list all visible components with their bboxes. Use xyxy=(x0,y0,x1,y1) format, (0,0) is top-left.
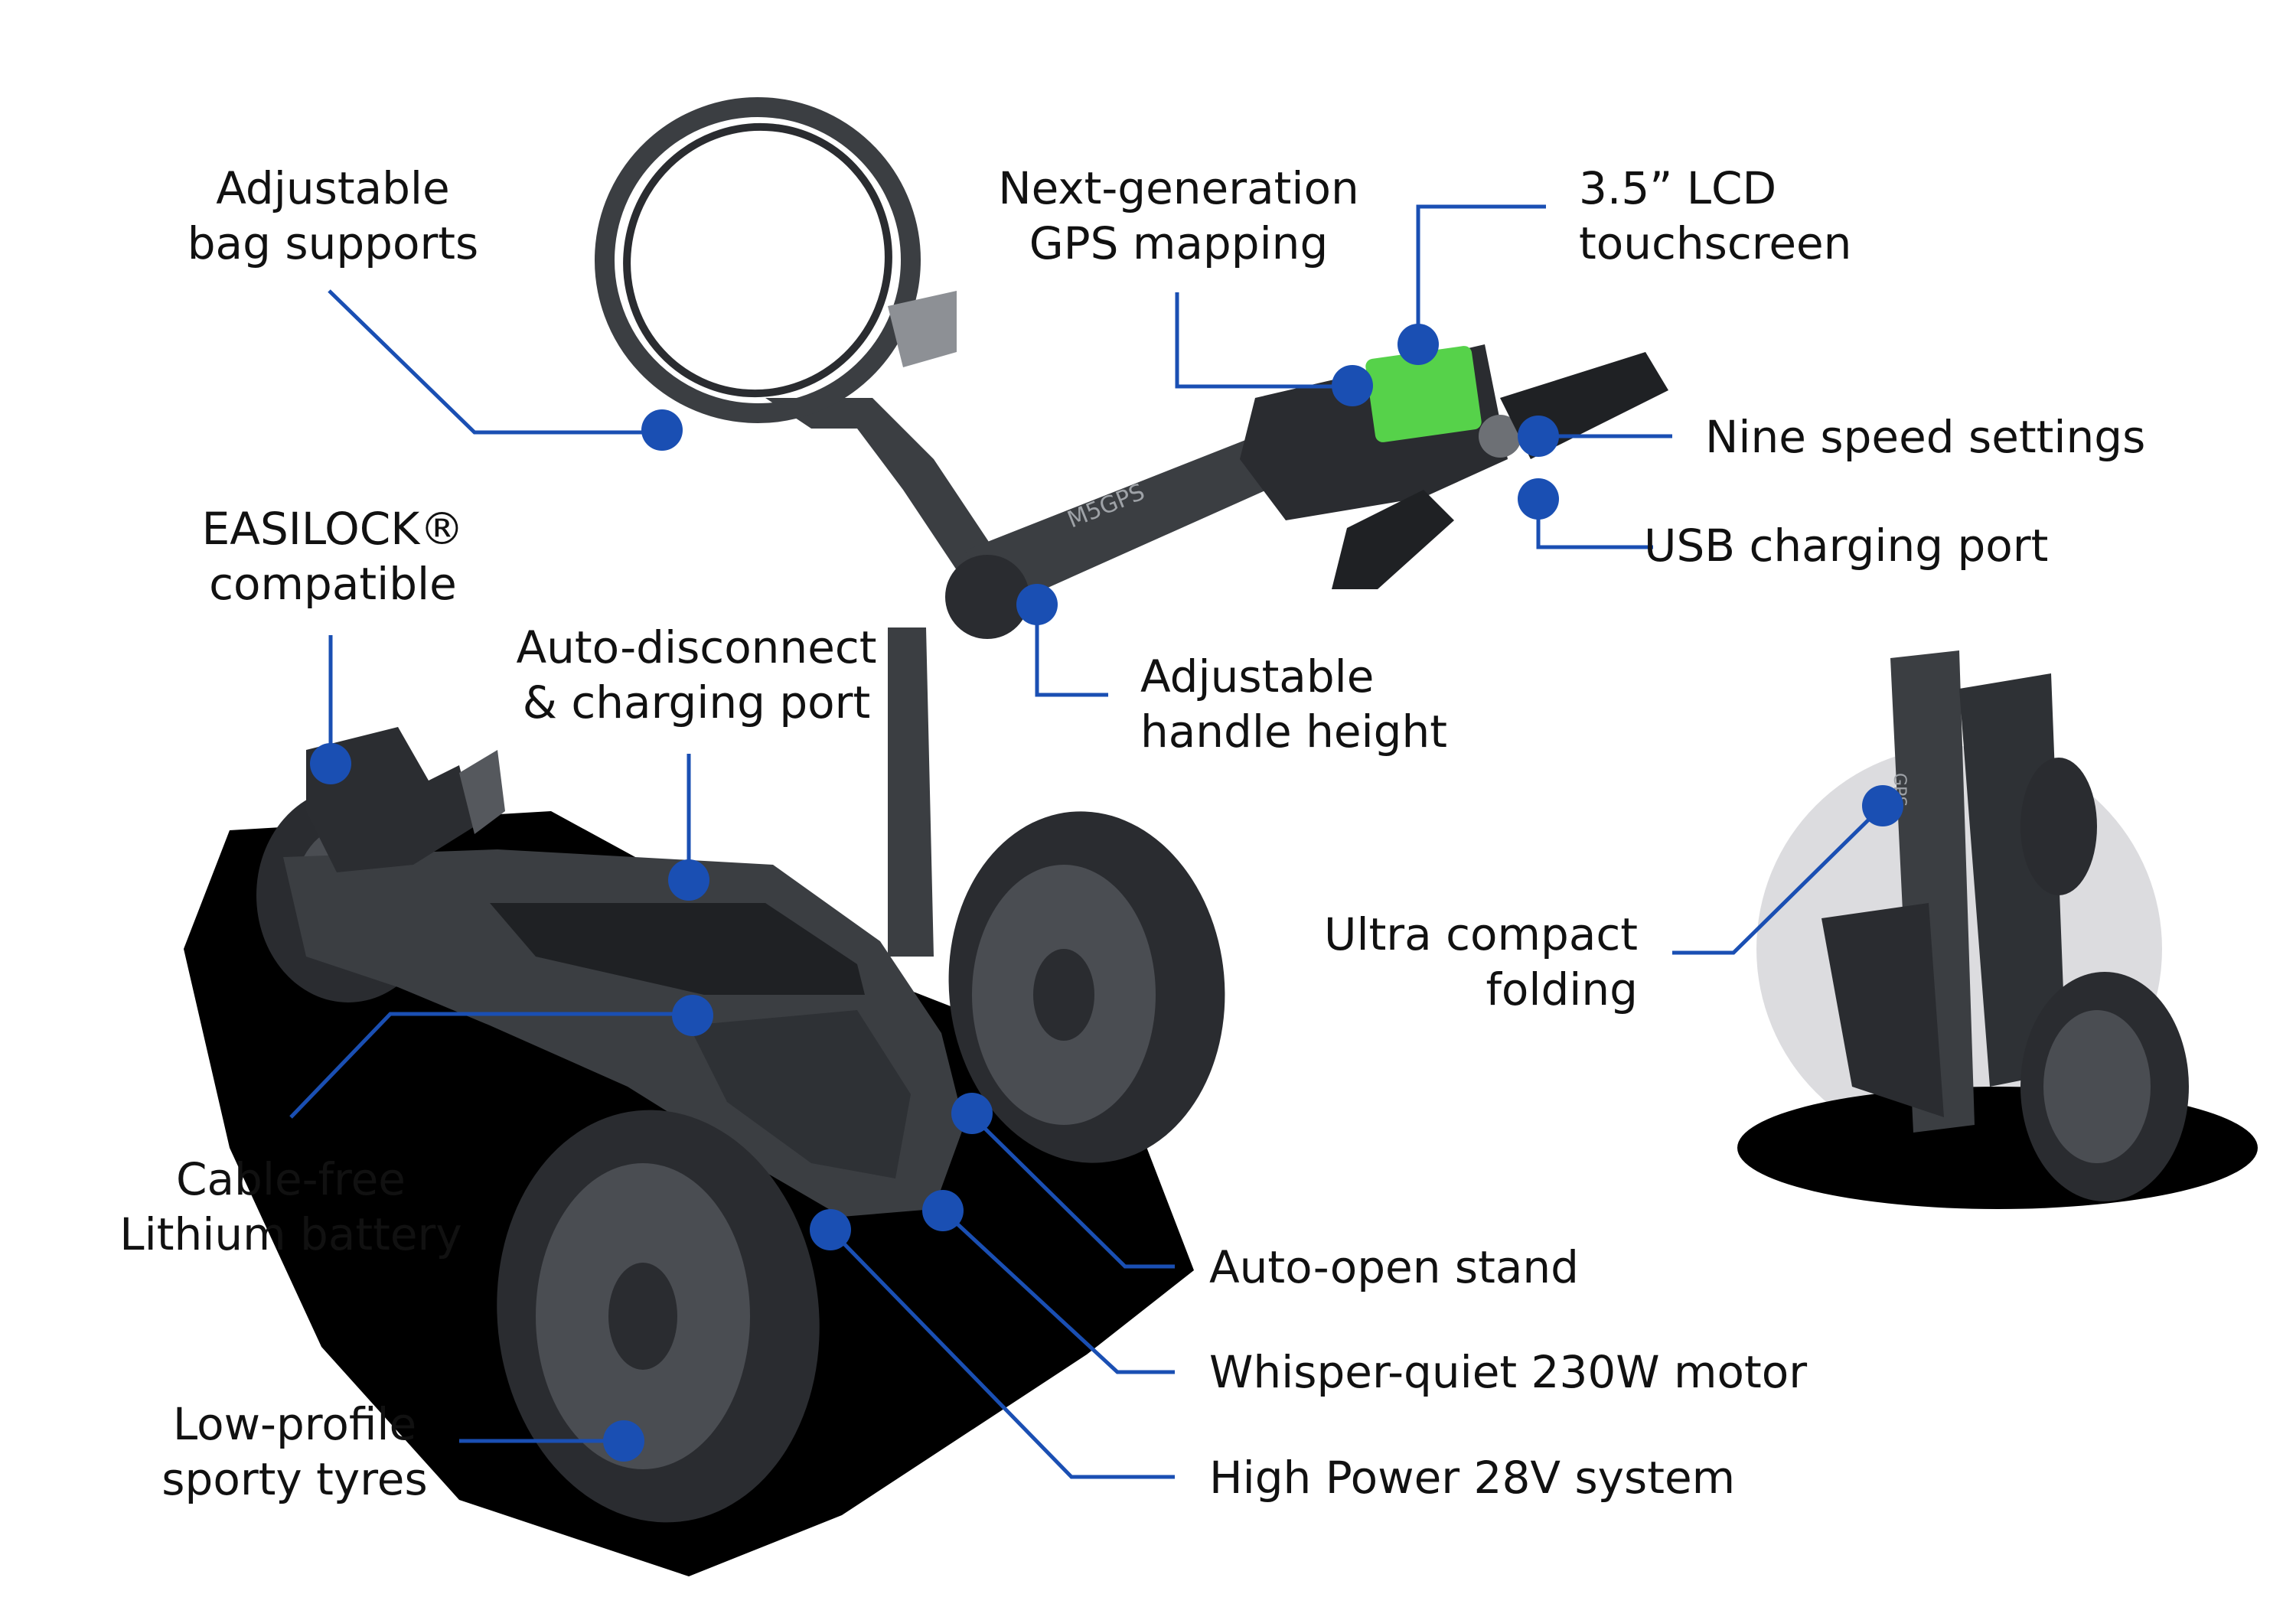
leader-power-system xyxy=(829,1228,1175,1479)
dot-auto-open-stand xyxy=(951,1093,993,1134)
label-compact-folding: Ultra compact folding xyxy=(1255,907,1638,1017)
label-motor: Whisper-quiet 230W motor xyxy=(1209,1345,1860,1400)
dot-compact-folding xyxy=(1862,785,1903,826)
label-gps-mapping-line1: Next-generation xyxy=(998,162,1359,214)
leader-bag-supports xyxy=(328,289,662,435)
leader-handle-height xyxy=(1035,605,1108,697)
label-lcd-touchscreen-line1: 3.5” LCD xyxy=(1579,162,1777,214)
label-easilock-line2: compatible xyxy=(209,558,457,610)
bag-ring xyxy=(595,97,921,423)
label-handle-height: Adjustable handle height xyxy=(1140,649,1538,759)
label-lithium-battery-line1: Cable-free xyxy=(176,1153,406,1205)
folded-trolley: GPS xyxy=(1821,650,2189,1201)
lcd-screen xyxy=(1365,346,1482,442)
label-tyres-line1: Low-profile xyxy=(172,1398,417,1450)
label-compact-folding-line1: Ultra compact xyxy=(1324,908,1638,960)
dot-speed-settings xyxy=(1518,416,1559,457)
leader-lcd-touchscreen xyxy=(1416,204,1546,344)
dot-motor xyxy=(922,1190,964,1231)
label-easilock-line1: EASILOCK® xyxy=(201,503,465,555)
speed-dial xyxy=(1479,415,1521,458)
dot-lcd-touchscreen xyxy=(1397,324,1439,365)
stem xyxy=(888,627,934,957)
label-usb-port: USB charging port xyxy=(1644,518,2195,573)
dot-usb-port xyxy=(1518,478,1559,520)
label-lcd-touchscreen-line2: touchscreen xyxy=(1579,217,1852,269)
label-bag-supports: Adjustable bag supports xyxy=(138,161,528,271)
label-auto-open-stand-line1: Auto-open stand xyxy=(1209,1241,1580,1293)
dot-handle-height xyxy=(1016,584,1058,625)
bag-frame xyxy=(765,398,995,582)
height-joint xyxy=(945,555,1029,639)
leader-lines xyxy=(289,204,1884,1479)
leader-gps-mapping xyxy=(1175,292,1343,389)
dot-tyres xyxy=(603,1420,644,1462)
dot-easilock xyxy=(310,743,351,784)
leader-lithium-battery xyxy=(289,1012,693,1119)
label-power-system-line1: High Power 28V system xyxy=(1209,1452,1736,1504)
label-lcd-touchscreen: 3.5” LCD touchscreen xyxy=(1579,161,1977,271)
dot-auto-disconnect xyxy=(668,859,709,901)
label-speed-settings: Nine speed settings xyxy=(1705,409,2279,464)
label-handle-height-line2: handle height xyxy=(1140,706,1447,758)
label-power-system: High Power 28V system xyxy=(1209,1450,1821,1505)
callout-dots xyxy=(310,324,1903,1462)
label-auto-disconnect-line2: & charging port xyxy=(522,676,871,729)
dot-power-system xyxy=(810,1209,851,1250)
dot-bag-supports xyxy=(641,409,683,451)
handle-arm xyxy=(964,436,1301,605)
dot-gps-mapping xyxy=(1332,365,1373,406)
label-auto-disconnect-line1: Auto-disconnect xyxy=(516,621,877,673)
label-usb-port-line1: USB charging port xyxy=(1644,520,2049,572)
label-easilock: EASILOCK® compatible xyxy=(145,501,520,611)
leader-motor xyxy=(941,1209,1175,1374)
label-tyres-line2: sporty tyres xyxy=(161,1453,428,1505)
label-auto-disconnect: Auto-disconnect & charging port xyxy=(482,620,911,730)
leader-auto-open-stand xyxy=(970,1114,1175,1269)
label-tyres: Low-profile sporty tyres xyxy=(107,1397,482,1507)
label-gps-mapping: Next-generation GPS mapping xyxy=(953,161,1404,271)
label-compact-folding-line2: folding xyxy=(1486,963,1638,1015)
label-bag-supports-line2: bag supports xyxy=(187,217,479,269)
dot-lithium-battery xyxy=(672,995,713,1036)
label-gps-mapping-line2: GPS mapping xyxy=(1029,217,1329,269)
label-speed-settings-line1: Nine speed settings xyxy=(1705,411,2146,463)
label-lithium-battery-line2: Lithium battery xyxy=(119,1208,462,1260)
label-handle-height-line1: Adjustable xyxy=(1140,650,1375,702)
label-auto-open-stand: Auto-open stand xyxy=(1209,1240,1684,1295)
label-motor-line1: Whisper-quiet 230W motor xyxy=(1209,1346,1808,1398)
leader-compact-folding xyxy=(1672,804,1884,955)
label-bag-supports-line1: Adjustable xyxy=(216,162,450,214)
label-lithium-battery: Cable-free Lithium battery xyxy=(99,1152,482,1262)
